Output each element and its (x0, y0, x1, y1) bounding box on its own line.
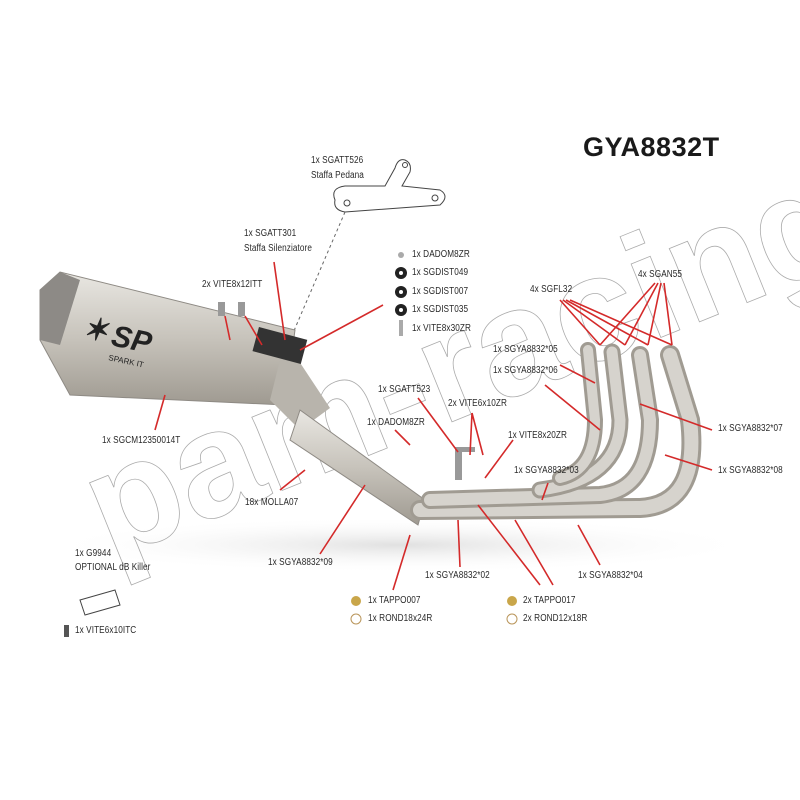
label-sgya05: 1x SGYA8832*05 (493, 344, 558, 355)
label-vite6x10zr: 2x VITE6x10ZR (448, 398, 507, 409)
label-tappo017: 2x TAPPO017 (523, 595, 576, 606)
label-sgcm12350014t: 1x SGCM12350014T (102, 435, 181, 446)
label-sgya03: 1x SGYA8832*03 (514, 465, 579, 476)
label-sgya07: 1x SGYA8832*07 (718, 423, 783, 434)
label-sgya08: 1x SGYA8832*08 (718, 465, 783, 476)
label-hardware-0: 1x DADOM8ZR (412, 249, 470, 260)
floor-shadow (40, 517, 760, 573)
label-g9944-code: 1x G9944 (75, 548, 112, 559)
label-sgatt523: 1x SGATT523 (378, 384, 431, 395)
label-vite6x10itc: 1x VITE6x10ITC (75, 625, 137, 636)
label-molla07: 18x MOLLA07 (245, 497, 299, 508)
label-vite8x12itt: 2x VITE8x12ITT (202, 279, 263, 290)
product-code-title: GYA8832T (583, 132, 720, 162)
label-hardware-3: 1x SGDIST035 (412, 304, 469, 315)
label-hardware-1: 1x SGDIST049 (412, 267, 469, 278)
footrest-dashed-line (289, 211, 346, 341)
label-sgatt526-desc: Staffa Pedana (311, 170, 364, 181)
label-rond12x18r: 2x ROND12x18R (523, 613, 588, 624)
label-rond18x24r: 1x ROND18x24R (368, 613, 433, 624)
label-sgatt526-code: 1x SGATT526 (311, 155, 364, 166)
label-hardware-4: 1x VITE8x30ZR (412, 323, 471, 334)
label-g9944-desc: OPTIONAL dB Killer (75, 562, 151, 573)
label-tappo007: 1x TAPPO007 (368, 595, 421, 606)
header-pipes (410, 342, 702, 520)
label-sgya06: 1x SGYA8832*06 (493, 365, 558, 376)
footrest-bracket (333, 159, 446, 213)
muffler: ✶ SP SPARK IT (39, 271, 330, 430)
leader-lines (154, 261, 713, 591)
label-sgya09: 1x SGYA8832*09 (268, 557, 333, 568)
label-sgya02: 1x SGYA8832*02 (425, 570, 490, 581)
label-dadom8zr: 1x DADOM8ZR (367, 417, 425, 428)
spark-logo: ✶ SP SPARK IT (83, 314, 156, 369)
label-sgatt301-desc: Staffa Silenziatore (244, 243, 312, 254)
hardware-icons (64, 252, 518, 637)
label-vite8x20zr: 1x VITE8x20ZR (508, 430, 567, 441)
svg-text:✶: ✶ (83, 314, 110, 347)
label-hardware-2: 1x SGDIST007 (412, 286, 469, 297)
label-sgatt301-code: 1x SGATT301 (244, 228, 297, 239)
link-pipe (289, 409, 426, 526)
label-sgfl32: 4x SGFL32 (530, 284, 573, 295)
label-sgan55: 4x SGAN55 (638, 269, 683, 280)
label-sgya04: 1x SGYA8832*04 (578, 570, 643, 581)
